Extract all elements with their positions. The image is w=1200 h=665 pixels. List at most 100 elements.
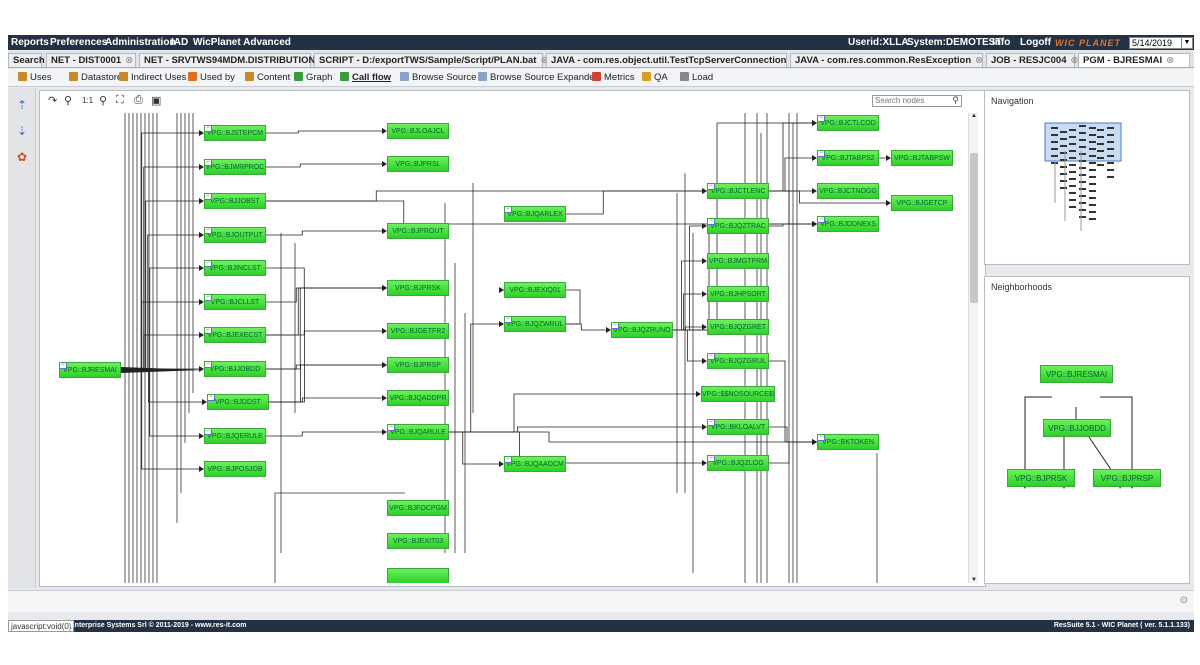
graph-node-bjqzlog[interactable]: −VPG::BJQZLOG <box>707 455 769 471</box>
tab-6[interactable]: JAVA - com.res.common.ResException⊗ <box>790 53 983 67</box>
chevron-down-icon[interactable]: ▼ <box>1181 38 1192 48</box>
toolbar-browse-source-button[interactable]: Browse Source <box>400 72 476 83</box>
graph-node-bjinclst[interactable]: −VPG::BJINCLST <box>204 260 266 276</box>
graph-node-bjoutput[interactable]: −VPG::BJOUTPUT <box>204 227 266 243</box>
graph-node-bjloajcl[interactable]: VPG::BJLOAJCL <box>387 123 449 139</box>
refresh-icon[interactable]: ↷ <box>48 95 58 107</box>
graph-node-bjctnogg[interactable]: VPG::BJCTNOGG <box>817 183 879 199</box>
neighborhood-node[interactable]: VPG::BJPRSK <box>1007 469 1075 487</box>
search-icon[interactable]: ⚲ <box>952 95 959 105</box>
close-icon[interactable]: ⊗ <box>1166 55 1175 66</box>
zoom-actual-button[interactable]: 1:1 <box>82 96 94 105</box>
menu-info[interactable]: Info <box>992 37 1011 48</box>
close-icon[interactable]: ⊗ <box>1070 55 1079 66</box>
collapse-icon[interactable]: − <box>505 457 512 463</box>
collapse-icon[interactable]: − <box>205 362 212 368</box>
neighborhood-node[interactable]: VPG::BJJOBDD <box>1043 419 1111 437</box>
collapse-icon[interactable]: − <box>818 217 825 223</box>
expand-down-icon[interactable]: ⇣ <box>16 124 28 138</box>
toolbar-metrics-button[interactable]: Metrics <box>592 72 635 83</box>
tab-2[interactable]: NET - DIST0001⊗ <box>46 53 136 67</box>
collapse-icon[interactable]: − <box>205 261 212 267</box>
collapse-icon[interactable]: − <box>205 194 212 200</box>
toolbar-load-button[interactable]: Load <box>680 72 713 83</box>
menu-administration[interactable]: Administration <box>105 37 176 48</box>
expand-up-icon[interactable]: ⇡ <box>16 98 28 112</box>
toolbar-browse-source-expanded-button[interactable]: Browse Source Expanded <box>478 72 600 83</box>
graph-node-bktoken[interactable]: −VPG::BKTOKEN <box>817 434 879 450</box>
tab-8[interactable]: PGM - BJRESMAI⊗ <box>1078 53 1190 67</box>
graph-node-bjprsp[interactable]: VPG::BJPRSP <box>387 357 449 373</box>
graph-node-bjqaadcm[interactable]: −VPG::BJQAADCM <box>504 456 566 472</box>
graph-node-bjqzwrul[interactable]: −VPG::BJQZWRUL <box>504 316 566 332</box>
graph-node-bjexiq01[interactable]: VPG::BJEXIQ01 <box>504 282 566 298</box>
graph-node-bjqaddpr[interactable]: VPG::BJQADDPR <box>387 390 449 406</box>
graph-node-bjprout[interactable]: VPG::BJPROUT <box>387 223 449 239</box>
graph-node-bjexit03[interactable]: VPG::BJEXIT03 <box>387 533 449 549</box>
zoom-in-icon[interactable]: ⚲ <box>64 95 73 107</box>
scroll-up-icon[interactable]: ▲ <box>971 113 977 119</box>
graph-node-offscreen[interactable] <box>387 568 449 583</box>
graph-node-bjgetfr2[interactable]: VPG::BJGETFR2 <box>387 323 449 339</box>
graph-node-bjqzgrul[interactable]: −VPG::BJQZGRUL <box>707 353 769 369</box>
search-nodes-input[interactable]: Search nodes⚲ <box>872 95 962 107</box>
graph-node-bjqarule[interactable]: −VPG::BJQARULE <box>387 424 449 440</box>
graph-node-bjcllst[interactable]: −VPG::BJCLLST <box>204 294 266 310</box>
graph-node-bjtabpsw[interactable]: VPG::BJTABPSW <box>891 150 953 166</box>
toolbar-graph-button[interactable]: Graph <box>294 72 332 83</box>
neighborhood-node[interactable]: VPG::BJPRSP <box>1093 469 1161 487</box>
graph-node-bjexecst[interactable]: −VPG::BJEXECST <box>204 327 266 343</box>
graph-node-bjqzruno[interactable]: −VPG::BJQZRUNO <box>611 322 673 338</box>
graph-node-bjwrproc[interactable]: −VPG::BJWRPROC <box>204 159 266 175</box>
collapse-icon[interactable]: − <box>612 323 619 329</box>
scroll-down-icon[interactable]: ▼ <box>971 577 977 583</box>
menu-reports[interactable]: Reports <box>11 37 49 48</box>
graph-node-bjgetcp[interactable]: VPG::BJGETCP <box>891 195 953 211</box>
palette-icon[interactable]: ✿ <box>16 150 28 164</box>
graph-node-nosource[interactable]: VPG::$$NOSOURCE$$ <box>701 386 775 402</box>
tab-1[interactable]: Search <box>8 53 45 67</box>
collapse-icon[interactable]: − <box>205 328 212 334</box>
graph-node-bjmgtprm[interactable]: VPG::BJMGTPRM <box>707 253 769 269</box>
collapse-icon[interactable]: − <box>205 429 212 435</box>
toolbar-used-by-button[interactable]: Used by <box>188 72 235 83</box>
collapse-icon[interactable]: − <box>208 395 215 401</box>
menu-iad[interactable]: IAD <box>171 37 189 48</box>
graph-node-bkloalvt[interactable]: −VPG::BKLOALVT <box>707 419 769 435</box>
graph-node-bjctlenc[interactable]: −VPG::BJCTLENC <box>707 183 769 199</box>
fit-screen-icon[interactable]: ⛶ <box>116 94 124 106</box>
graph-node-bjfocpgm[interactable]: VPG::BJFOCPGM <box>387 500 449 516</box>
menu-wicplanet-advanced[interactable]: WicPlanet Advanced <box>193 37 291 48</box>
graph-canvas[interactable]: −VPG::BJRESMAI−VPG::BJSTEPCM−VPG::BJWRPR… <box>45 113 967 583</box>
collapse-icon[interactable]: − <box>818 151 825 157</box>
graph-node-bjddst[interactable]: −VPG::BJDDST <box>207 394 269 410</box>
neighborhood-node[interactable]: VPG::BJRESMAI <box>1040 365 1113 383</box>
collapse-icon[interactable]: − <box>708 219 715 225</box>
toolbar-qa-button[interactable]: QA <box>642 72 668 83</box>
toolbar-content-button[interactable]: Content <box>245 72 290 83</box>
collapse-icon[interactable]: − <box>818 435 825 441</box>
graph-node-bjstepcm[interactable]: −VPG::BJSTEPCM <box>204 125 266 141</box>
scrollbar-thumb[interactable] <box>970 153 978 303</box>
zoom-out-icon[interactable]: ⚲ <box>99 95 108 107</box>
graph-node-bjqerule[interactable]: −VPG::BJQERULE <box>204 428 266 444</box>
graph-node-bjqarlex[interactable]: −VPG::BJQARLEX <box>504 206 566 222</box>
graph-node-bjtabps2[interactable]: −VPG::BJTABPS2 <box>817 150 879 166</box>
graph-node-bjddnexs[interactable]: −VPG::BJDDNEXS <box>817 216 879 232</box>
graph-node-bjqzgret[interactable]: VPG::BJQZGRET <box>707 319 769 335</box>
tab-7[interactable]: JOB - RESJC004⊗ <box>986 53 1078 67</box>
tab-4[interactable]: SCRIPT - D:/exportTWS/Sample/Script/PLAN… <box>314 53 548 67</box>
close-icon[interactable]: ⊗ <box>125 55 134 66</box>
graph-node-bjhpsort[interactable]: VPG::BJHPSORT <box>707 286 769 302</box>
close-icon[interactable]: ⊗ <box>975 55 984 66</box>
collapse-icon[interactable]: − <box>708 184 715 190</box>
vertical-scrollbar[interactable]: ▲▼ <box>968 113 978 583</box>
collapse-icon[interactable]: − <box>205 228 212 234</box>
collapse-icon[interactable]: − <box>60 363 67 369</box>
date-select[interactable]: 5/14/2019▼ <box>1129 37 1193 49</box>
toolbar-indirect-uses-button[interactable]: Indirect Uses <box>119 72 186 83</box>
collapse-icon[interactable]: − <box>818 116 825 122</box>
collapse-icon[interactable]: − <box>505 207 512 213</box>
collapse-icon[interactable]: − <box>708 420 715 426</box>
menu-logoff[interactable]: Logoff <box>1020 37 1052 48</box>
